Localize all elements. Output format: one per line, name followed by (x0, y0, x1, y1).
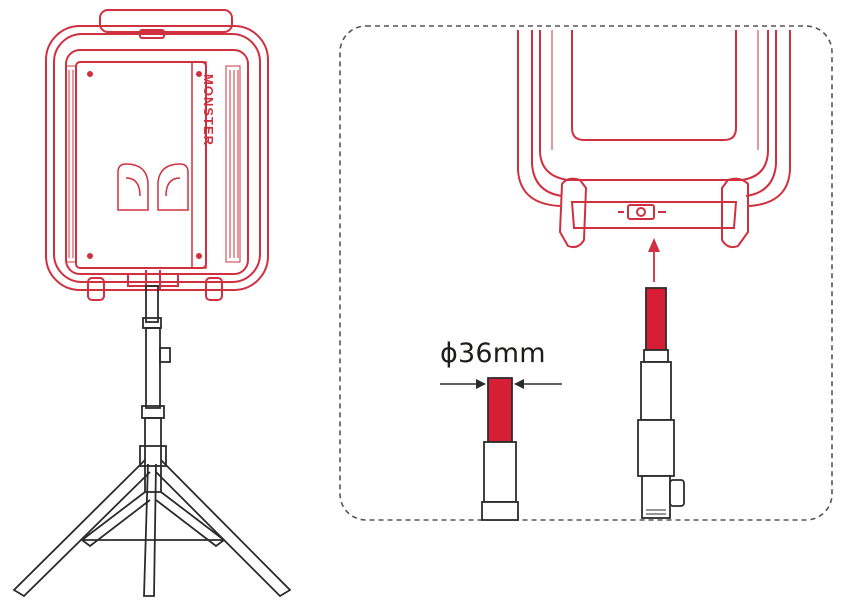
detail-body-outline (539, 30, 769, 181)
tall-pole-section-2 (637, 419, 675, 477)
tripod-brace-right (155, 491, 226, 548)
tall-pole (637, 287, 685, 519)
speaker-outer-frame (45, 25, 269, 291)
short-pole (481, 377, 519, 521)
foot-left (87, 277, 105, 301)
speaker-detail-bottom (517, 30, 791, 249)
screw-top-left (87, 71, 93, 77)
tripod-brace-left (80, 491, 151, 548)
detail-bottom-plate (570, 201, 738, 229)
tall-pole-collar-1 (643, 349, 669, 363)
screw-bottom-right (196, 253, 202, 259)
bottom-mount (127, 273, 179, 287)
foot-right (205, 277, 223, 301)
tripod-leg-back (143, 463, 157, 597)
brand-strip (191, 61, 207, 269)
arrow-up-icon (648, 238, 660, 252)
mount-socket (627, 204, 655, 220)
insert-arrow (648, 238, 660, 282)
speaker-handle (99, 9, 233, 33)
mount-socket-hole (636, 207, 646, 217)
monster-logo-icon (117, 163, 189, 211)
detail-foot-right (721, 177, 749, 249)
short-pole-red-tip (487, 377, 513, 443)
detail-frame-left-inner (531, 30, 563, 197)
tall-pole-knob (669, 479, 685, 507)
detail-frame-right-outer (747, 30, 791, 207)
diameter-arrows (440, 379, 562, 389)
tall-pole-section-1 (640, 361, 672, 421)
detail-frame-left-outer (517, 30, 561, 207)
tripod-stand (12, 285, 292, 598)
tripod-leg-left (12, 459, 151, 598)
tripod-top-pole (145, 285, 159, 323)
tripod-knob (159, 347, 171, 363)
arrow-left-icon (514, 379, 524, 389)
detail-callout-frame (339, 25, 833, 521)
speaker-inner-frame (53, 33, 261, 283)
screw-bottom-left (87, 253, 93, 259)
detail-panel-outline (571, 30, 737, 141)
screw-top-right (196, 71, 202, 77)
arrow-right-icon (476, 379, 486, 389)
detail-frame-right-inner (745, 30, 777, 197)
left-grille (65, 65, 77, 263)
speaker-panel (75, 61, 207, 269)
right-grille (225, 65, 241, 263)
diameter-label: ϕ36mm (440, 338, 546, 369)
speaker-body (65, 49, 249, 275)
tall-pole-red-tip (645, 287, 667, 351)
brand-text: MONSTER (201, 74, 216, 146)
tripod-leg-right (155, 459, 292, 598)
tripod-leg-hub (139, 445, 167, 467)
tripod-lower-pole (144, 417, 162, 493)
short-pole-body (483, 441, 517, 503)
tall-pole-clamp (641, 475, 671, 519)
short-pole-base (481, 501, 519, 521)
speaker-unit (45, 9, 269, 301)
detail-foot-left (558, 177, 588, 249)
tripod-mid-pole (145, 327, 161, 409)
